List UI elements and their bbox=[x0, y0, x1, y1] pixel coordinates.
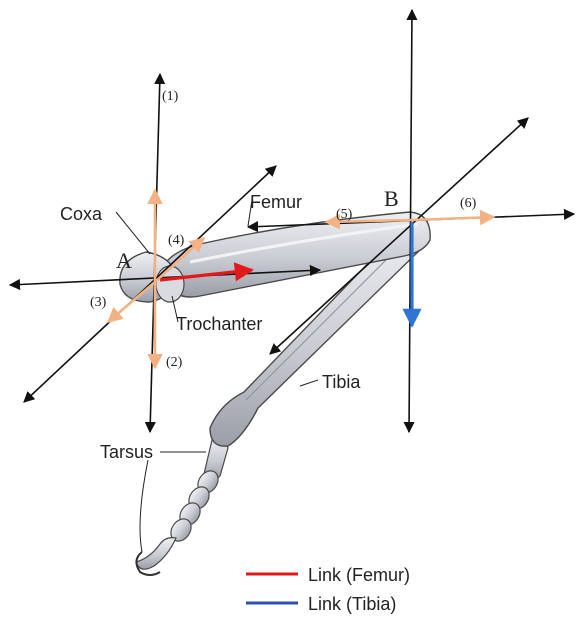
axis-label-4: (4) bbox=[168, 233, 185, 248]
legend-label-tibia: Link (Tibia) bbox=[308, 594, 396, 614]
legend: Link (Femur) Link (Tibia) bbox=[246, 565, 410, 614]
legend-label-femur: Link (Femur) bbox=[308, 565, 410, 585]
label-tibia: Tibia bbox=[322, 372, 361, 392]
label-coxa: Coxa bbox=[60, 204, 103, 224]
label-trochanter: Trochanter bbox=[176, 314, 262, 334]
axis-label-1: (1) bbox=[162, 89, 179, 104]
axis-label-3: (3) bbox=[90, 295, 107, 310]
trochanter-segment bbox=[156, 266, 184, 302]
label-point-b: B bbox=[384, 186, 399, 211]
label-femur: Femur bbox=[250, 192, 302, 212]
label-point-a: A bbox=[116, 248, 132, 273]
axis-label-2: (2) bbox=[166, 355, 183, 370]
leg-illustration bbox=[120, 212, 430, 575]
label-tarsus: Tarsus bbox=[100, 442, 153, 462]
axis-label-5: (5) bbox=[336, 207, 353, 222]
axis-label-6: (6) bbox=[460, 196, 477, 211]
